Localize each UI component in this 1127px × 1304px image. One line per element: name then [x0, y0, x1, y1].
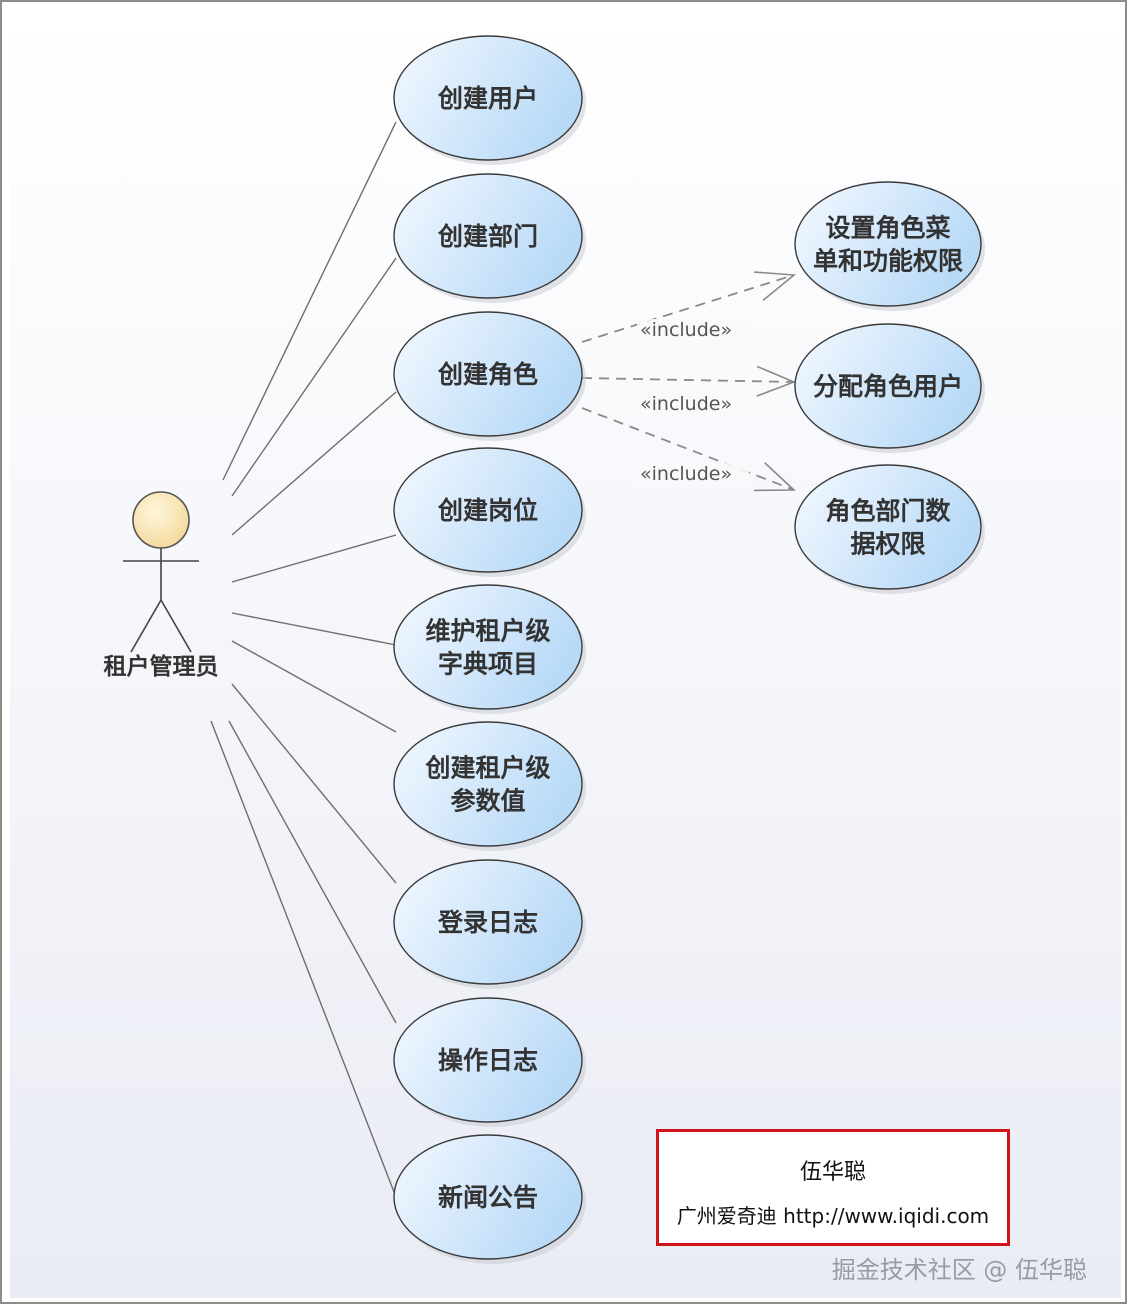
use-cases: 创建用户创建部门创建角色创建岗位维护租户级字典项目创建租户级参数值登录日志操作日…	[393, 35, 586, 1264]
use-case-label: 单和功能权限	[813, 247, 963, 276]
actor-label: 租户管理员	[104, 653, 219, 680]
use-case-label: 分配角色用户	[813, 372, 963, 401]
include-label-bg	[637, 393, 749, 415]
use-case-label: 创建部门	[437, 222, 538, 251]
include-relation-role-department-data-permissions: «include»	[581, 407, 797, 492]
include-relations: «include» «include» «include»	[581, 271, 797, 492]
association-line-news-announcement	[210, 720, 397, 1198]
use-case-ellipse	[393, 35, 583, 161]
note-company: 广州爱奇迪 http://www.iqidi.com	[676, 1204, 990, 1228]
use-case-operation-log[interactable]: 操作日志	[393, 997, 586, 1127]
use-case-label: 创建租户级	[424, 754, 550, 783]
use-case-ellipse	[393, 447, 583, 573]
use-case-ellipse	[794, 181, 982, 307]
association-line-create-role	[231, 391, 397, 536]
use-case-ellipse	[393, 584, 583, 710]
use-case-ellipse	[794, 323, 982, 449]
actor-leg-right	[160, 599, 192, 653]
use-case-label: 角色部门数	[825, 497, 951, 526]
association-line-create-parameter	[231, 640, 397, 733]
include-label: «include»	[640, 463, 732, 485]
include-label: «include»	[640, 393, 732, 415]
include-arrowhead	[756, 365, 797, 397]
include-label-bg	[637, 463, 749, 485]
association-line-create-post	[231, 534, 397, 583]
include-dashed-line	[581, 377, 795, 383]
author-note: 伍华聪 广州爱奇迪 http://www.iqidi.com	[656, 1129, 1010, 1246]
association-line-login-log	[231, 683, 397, 884]
include-relation-set-role-menu-permissions: «include»	[581, 271, 797, 343]
use-case-diagram: «include»«include»«include» 租户管理员 创建用户创建…	[104, 35, 985, 1264]
association-line-create-department	[231, 257, 397, 497]
use-case-ellipse	[393, 859, 583, 985]
use-case-create-role[interactable]: 创建角色	[393, 311, 586, 441]
include-dashed-line	[581, 407, 795, 491]
use-case-login-log[interactable]: 登录日志	[393, 859, 586, 989]
association-line-maintain-dictionary	[231, 612, 397, 646]
include-arrowhead	[754, 271, 797, 301]
use-case-label: 参数值	[450, 787, 525, 816]
use-case-ellipse	[794, 464, 982, 590]
include-dashed-line	[581, 274, 795, 343]
include-relation-assign-role-users: «include»	[581, 365, 797, 415]
include-arrowhead	[753, 462, 797, 492]
use-case-create-post[interactable]: 创建岗位	[393, 447, 586, 577]
use-case-create-department[interactable]: 创建部门	[393, 173, 586, 303]
include-label: «include»	[640, 319, 732, 341]
use-case-label: 创建用户	[437, 84, 538, 113]
use-case-label: 据权限	[850, 530, 925, 559]
diagram-canvas: «include»«include»«include» 租户管理员 创建用户创建…	[10, 10, 1121, 1298]
use-case-assign-role-users[interactable]: 分配角色用户	[794, 323, 985, 453]
association-line-create-user	[222, 121, 397, 481]
use-case-label: 创建岗位	[437, 496, 538, 525]
use-case-label: 字典项目	[438, 650, 538, 679]
note-author: 伍华聪	[799, 1160, 866, 1185]
use-case-ellipse	[393, 997, 583, 1123]
include-label-bg	[637, 319, 749, 341]
use-case-label: 创建角色	[437, 360, 538, 389]
actor-leg-left	[130, 599, 162, 653]
use-case-create-user[interactable]: 创建用户	[393, 35, 586, 165]
use-case-news-announcement[interactable]: 新闻公告	[393, 1134, 586, 1264]
use-case-ellipse	[393, 721, 583, 847]
use-case-label: 操作日志	[438, 1046, 538, 1075]
association-lines	[210, 121, 397, 1198]
actor[interactable]: 租户管理员	[104, 491, 219, 680]
use-case-label: 新闻公告	[438, 1183, 538, 1212]
use-case-ellipse	[393, 311, 583, 437]
association-line-operation-log	[228, 720, 397, 1024]
use-case-label: 设置角色菜	[825, 214, 950, 243]
use-case-label: 登录日志	[437, 908, 538, 937]
actor-head	[132, 491, 190, 549]
watermark: 掘金技术社区 @ 伍华聪	[831, 1256, 1087, 1284]
use-case-ellipse	[393, 1134, 583, 1260]
use-case-ellipse	[393, 173, 583, 299]
use-case-label: 维护租户级	[425, 617, 550, 646]
